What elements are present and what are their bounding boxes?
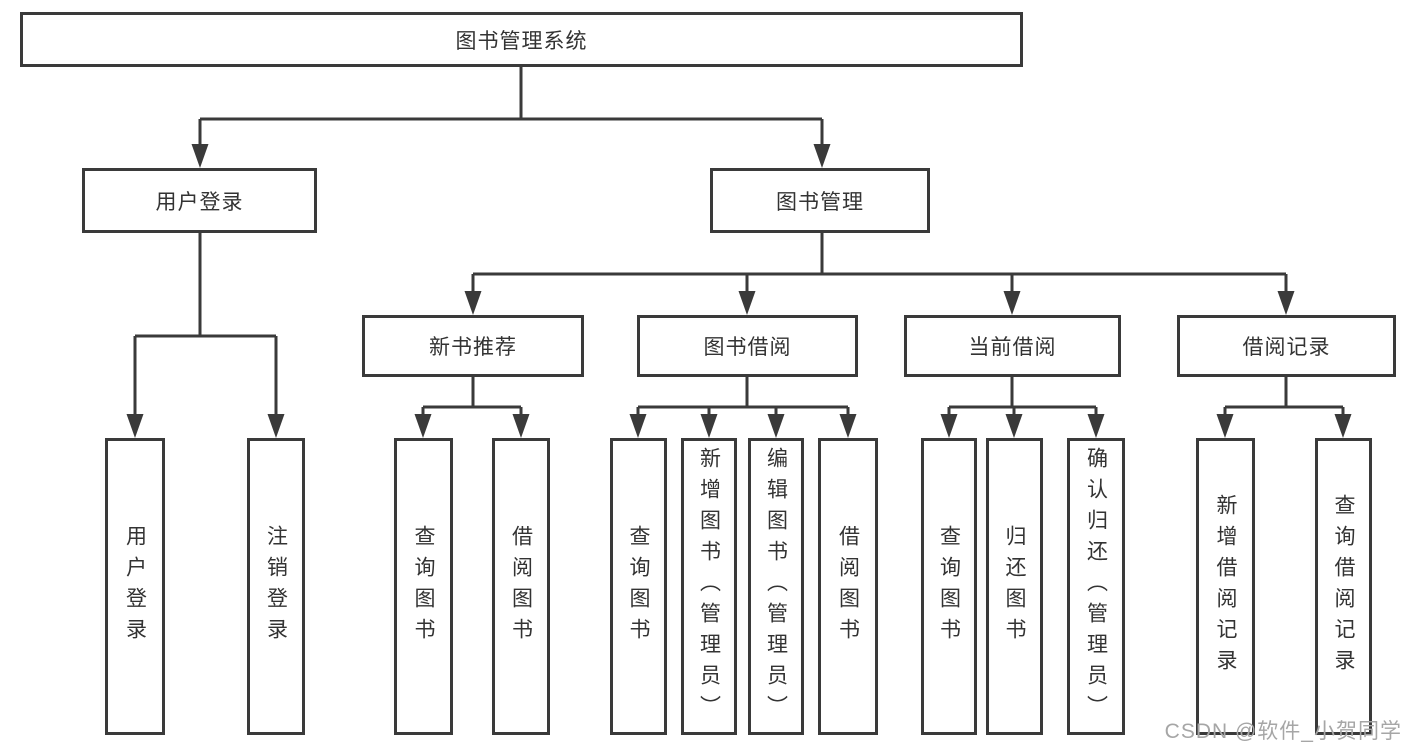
node-root-label: 图书管理系统	[455, 29, 588, 53]
node-new-book-recommendation-label: 新书推荐	[429, 336, 517, 359]
connector-current-to-leaves	[947, 377, 1098, 420]
leaf-borrowing-edit-books-admin-label: 编辑图书（管理员）	[764, 447, 788, 726]
arrowhead	[839, 414, 857, 438]
node-root: 图书管理系统	[20, 12, 1023, 67]
node-borrowing-records-label: 借阅记录	[1242, 336, 1331, 359]
leaf-current-query-books-label: 查询图书	[937, 524, 961, 649]
node-user-login-label: 用户登录	[155, 190, 244, 214]
leaf-records-query-record-label: 查询借阅记录	[1332, 493, 1355, 680]
arrowhead	[940, 414, 958, 438]
node-current-borrowing: 当前借阅	[904, 315, 1121, 377]
leaf-recommend-borrow-books: 借阅图书	[492, 438, 550, 735]
leaf-logout-label: 注销登录	[264, 524, 288, 649]
arrowhead	[1277, 291, 1295, 315]
connector-borrowing-to-leaves	[636, 377, 850, 420]
csdn-watermark: CSDN @软件_小贺同学	[1164, 720, 1402, 743]
leaf-borrowing-query-books-label: 查询图书	[627, 524, 650, 649]
arrowhead	[1003, 291, 1021, 315]
node-current-borrowing-label: 当前借阅	[968, 336, 1057, 359]
arrowhead	[700, 414, 718, 438]
node-book-borrowing-label: 图书借阅	[703, 336, 792, 359]
node-new-book-recommendation: 新书推荐	[362, 315, 584, 377]
connector-user-login-to-leaves	[133, 233, 278, 420]
leaf-recommend-query-books-label: 查询图书	[412, 524, 435, 649]
leaf-records-add-record-label: 新增借阅记录	[1214, 493, 1237, 680]
connector-records-to-leaves	[1223, 377, 1345, 420]
leaf-recommend-borrow-books-label: 借阅图书	[509, 524, 533, 649]
leaf-logout: 注销登录	[247, 438, 305, 735]
leaf-borrowing-query-books: 查询图书	[610, 438, 667, 735]
connector-lines	[133, 67, 1345, 420]
arrowhead	[767, 414, 785, 438]
node-book-management-label: 图书管理	[776, 190, 864, 214]
node-user-login: 用户登录	[82, 168, 317, 233]
node-borrowing-records: 借阅记录	[1177, 315, 1396, 377]
leaf-current-return-books: 归还图书	[986, 438, 1043, 735]
arrowhead	[813, 144, 831, 168]
node-book-borrowing: 图书借阅	[637, 315, 858, 377]
leaf-borrowing-add-books-admin: 新增图书（管理员）	[681, 438, 737, 735]
arrowhead	[1216, 414, 1234, 438]
leaf-user-login-label: 用户登录	[123, 524, 147, 649]
node-book-management: 图书管理	[710, 168, 930, 233]
leaf-current-return-books-label: 归还图书	[1003, 524, 1026, 649]
leaf-borrowing-borrow-books: 借阅图书	[818, 438, 878, 735]
arrowhead	[191, 144, 209, 168]
arrowhead	[512, 414, 530, 438]
connector-book-management-to-level3	[471, 233, 1288, 295]
leaf-recommend-query-books: 查询图书	[394, 438, 453, 735]
leaf-current-confirm-return-admin: 确认归还（管理员）	[1067, 438, 1125, 735]
arrowhead	[1087, 414, 1105, 438]
leaf-records-add-record: 新增借阅记录	[1196, 438, 1255, 735]
leaf-user-login: 用户登录	[105, 438, 165, 735]
arrowhead	[738, 291, 756, 315]
arrowhead	[1005, 414, 1023, 438]
leaf-records-query-record: 查询借阅记录	[1315, 438, 1372, 735]
arrowhead	[464, 291, 482, 315]
arrowheads	[126, 144, 1352, 438]
connector-recommendation-to-leaves	[421, 377, 523, 420]
arrowhead	[629, 414, 647, 438]
arrowhead	[414, 414, 432, 438]
arrowhead	[126, 414, 144, 438]
leaf-current-confirm-return-admin-label: 确认归还（管理员）	[1084, 447, 1108, 726]
arrowhead	[267, 414, 285, 438]
leaf-borrowing-edit-books-admin: 编辑图书（管理员）	[748, 438, 804, 735]
leaf-current-query-books: 查询图书	[921, 438, 977, 735]
leaf-borrowing-borrow-books-label: 借阅图书	[836, 524, 860, 649]
arrowhead	[1334, 414, 1352, 438]
connector-root-to-level2	[198, 67, 824, 148]
leaf-borrowing-add-books-admin-label: 新增图书（管理员）	[697, 447, 721, 726]
